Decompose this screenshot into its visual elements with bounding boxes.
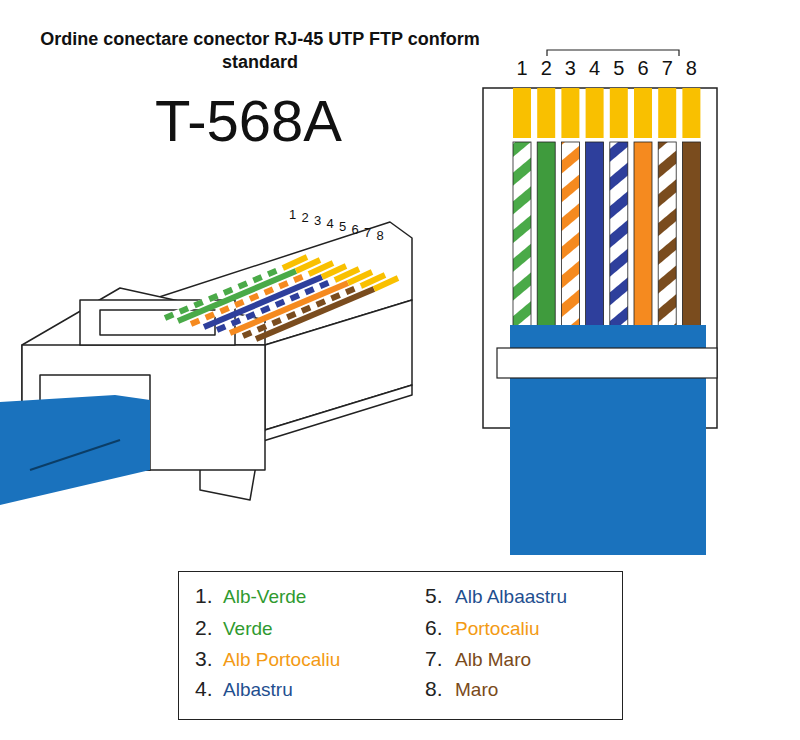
color-list-box: 1. Alb-Verde 2. Verde 3. Alb Portocaliu 4. Alba… (178, 571, 623, 720)
wire-color-name: Alb-Verde (223, 586, 306, 608)
wire-color-name: Alb Albaastru (455, 586, 567, 608)
pin-number: 4 (327, 217, 334, 232)
item-number: 7. (425, 647, 443, 671)
pin-number: 1 (289, 208, 296, 223)
wire-color-name: Verde (223, 618, 273, 640)
item-number: 3. (195, 647, 213, 671)
wire (610, 142, 628, 328)
wire-color-name: Portocaliu (455, 618, 540, 640)
wire (243, 286, 361, 336)
pin-contact (537, 88, 555, 138)
pin-contact (374, 278, 398, 289)
pin-contact (513, 88, 531, 138)
title: Ordine conectare conector RJ-45 UTP FTP … (20, 28, 500, 75)
wire-stripe (243, 286, 361, 336)
pin-number: 6 (637, 57, 648, 80)
pin-number: 4 (589, 57, 600, 80)
pin-contact (682, 88, 700, 138)
wire-color-name: Alb Maro (455, 649, 531, 671)
wire (537, 142, 555, 328)
wire-color-name: Albastru (223, 679, 293, 701)
wire-color-name: Alb Portocaliu (223, 649, 340, 671)
pin-number: 7 (364, 226, 371, 241)
pin-number: 3 (314, 214, 321, 229)
wire (586, 142, 604, 328)
wire (513, 142, 531, 328)
pin-contact (586, 88, 604, 138)
wire (561, 142, 579, 328)
item-number: 1. (195, 584, 213, 608)
pin-number: 7 (662, 57, 673, 80)
plug-3d-view (0, 222, 412, 505)
item-number: 4. (195, 677, 213, 701)
wire (658, 142, 676, 328)
wire (256, 289, 374, 339)
wire-color-name: Maro (455, 679, 498, 701)
wire (634, 142, 652, 328)
pin-number: 2 (541, 57, 552, 80)
pin-number: 3 (565, 57, 576, 80)
pin-number: 5 (339, 220, 346, 235)
item-number: 6. (425, 616, 443, 640)
pin-number: 6 (352, 223, 359, 238)
pin-number: 8 (686, 57, 697, 80)
item-number: 2. (195, 616, 213, 640)
item-number: 5. (425, 584, 443, 608)
pin-contact (610, 88, 628, 138)
pin-number: 5 (613, 57, 624, 80)
plug-front-view (483, 50, 717, 555)
standard-name: T-568A (155, 88, 342, 155)
pin-contact (658, 88, 676, 138)
pin-number: 1 (516, 57, 527, 80)
pin-contact (634, 88, 652, 138)
pin-number: 2 (302, 211, 309, 226)
wire (682, 142, 700, 328)
item-number: 8. (425, 677, 443, 701)
pin-number: 8 (377, 229, 384, 244)
pin-contact (561, 88, 579, 138)
